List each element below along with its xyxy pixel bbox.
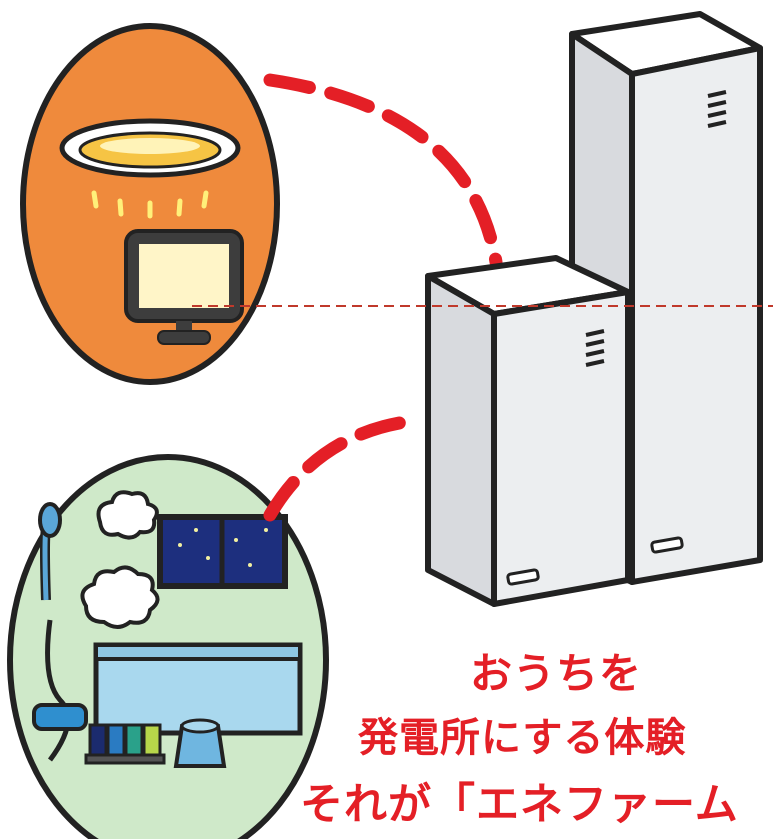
bucket-icon [173,718,227,768]
caption-line-2: 発電所にする体験 [358,715,687,761]
electricity-bubble [20,23,280,385]
bottles-icon [84,723,166,765]
hot-water-bubble [7,454,329,839]
ceiling-light-icon [59,118,241,219]
caption-line-1: おうちを [470,649,643,698]
caption-line-3: それが「エネファーム [300,780,739,830]
monitor-icon [124,229,244,345]
bathtub-icon [93,642,303,736]
steam-cloud-icon [80,490,160,629]
window-icon [157,514,288,589]
shower-icon [32,502,88,762]
fuel-cell-unit-icon [425,11,763,607]
connector-lines [263,73,503,522]
